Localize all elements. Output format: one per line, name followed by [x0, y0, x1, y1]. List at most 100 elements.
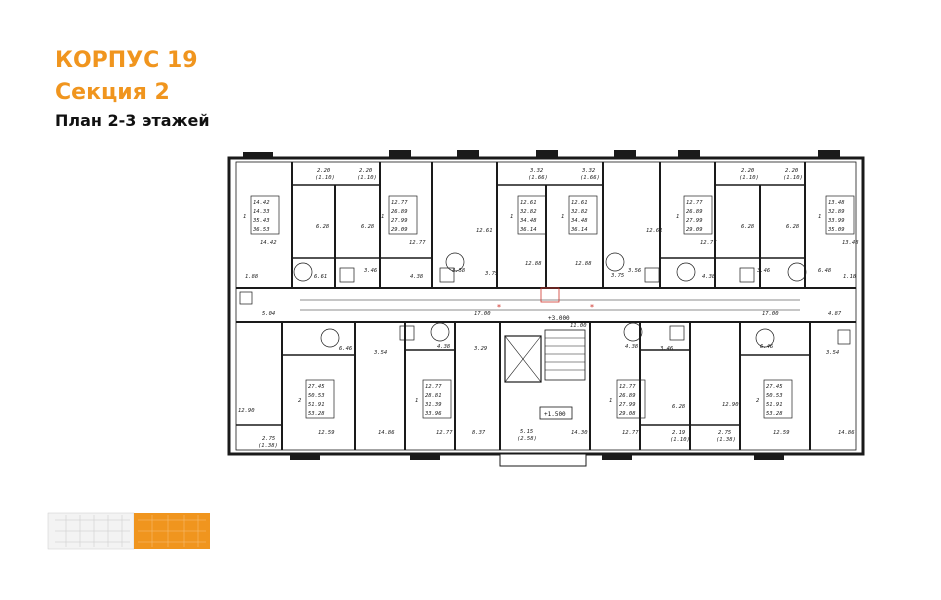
upper-room-labels: 6.28 6.28 12.61 12.61 6.28 6.28 14.42 12…	[260, 224, 859, 246]
svg-text:12.90: 12.90	[238, 408, 255, 414]
svg-text:2.20: 2.20	[741, 168, 755, 174]
svg-text:12.77: 12.77	[425, 384, 442, 390]
svg-text:14.33: 14.33	[253, 209, 270, 215]
svg-text:14.42: 14.42	[253, 200, 270, 206]
svg-text:*: *	[590, 303, 594, 312]
svg-text:33.99: 33.99	[827, 218, 845, 224]
top-apartment-5: 1 12.77 26.89 27.99 29.09	[676, 195, 713, 235]
svg-text:50.53: 50.53	[766, 393, 783, 399]
bottom-apartment-4: 2 27.45 50.53 51.91 53.28	[756, 379, 793, 419]
svg-text:13.48: 13.48	[842, 240, 859, 246]
svg-text:(1.10): (1.10)	[315, 175, 335, 181]
svg-text:33.96: 33.96	[424, 411, 442, 417]
top-apartment-1: 1 14.42 14.33 35.43 36.53	[243, 195, 280, 235]
top-apartment-6: 1 13.48 32.89 33.99 35.09	[818, 195, 855, 235]
svg-text:27.99: 27.99	[391, 218, 408, 224]
svg-text:4.38: 4.38	[410, 274, 424, 280]
svg-text:36.14: 36.14	[519, 227, 537, 233]
svg-text:26.89: 26.89	[619, 393, 636, 399]
svg-text:1: 1	[243, 214, 246, 220]
svg-text:(1.66): (1.66)	[580, 175, 600, 181]
svg-text:6.28: 6.28	[672, 404, 686, 410]
svg-text:2.20: 2.20	[359, 168, 373, 174]
staircase	[504, 329, 586, 420]
svg-text:6.46: 6.46	[339, 346, 353, 352]
svg-text:6.61: 6.61	[314, 274, 327, 280]
svg-text:3.75: 3.75	[610, 273, 624, 279]
svg-text:*: *	[497, 303, 501, 312]
svg-text:32.82: 32.82	[519, 209, 537, 215]
svg-text:32.89: 32.89	[827, 209, 845, 215]
corridor-labels: 5.04 17.00 +3.000 11.00 17.00 4.87	[262, 311, 842, 329]
svg-text:+1.500: +1.500	[544, 411, 566, 418]
lower-room-labels: 6.46 3.54 4.38 3.29 4.38 3.46 6.46 3.54	[339, 344, 839, 356]
stair-labels: +1.500 5.15 (2.58) 14.30	[517, 411, 588, 442]
bottom-apartment-1: 2 27.45 50.53 51.91 53.28	[298, 379, 335, 419]
svg-text:(1.10): (1.10)	[357, 175, 377, 181]
svg-text:12.77: 12.77	[622, 430, 639, 436]
svg-text:12.77: 12.77	[409, 240, 426, 246]
svg-text:1: 1	[818, 214, 821, 220]
svg-text:3.54: 3.54	[825, 350, 839, 356]
bottom-row-labels: 12.90 2.75 (1.38) 12.59 14.86 12.77 8.37…	[238, 402, 855, 449]
svg-text:12.88: 12.88	[575, 261, 592, 267]
svg-text:53.28: 53.28	[766, 411, 783, 417]
stair-markers: * *	[497, 287, 594, 312]
svg-text:26.89: 26.89	[391, 209, 408, 215]
svg-text:6.28: 6.28	[361, 224, 375, 230]
svg-text:6.28: 6.28	[316, 224, 330, 230]
svg-text:2.75: 2.75	[718, 430, 731, 436]
svg-text:(1.10): (1.10)	[739, 175, 759, 181]
horizontal-partitions	[236, 184, 810, 426]
svg-text:1.88: 1.88	[245, 274, 259, 280]
svg-text:1: 1	[676, 214, 679, 220]
svg-text:14.42: 14.42	[260, 240, 277, 246]
svg-text:2.75: 2.75	[262, 436, 275, 442]
svg-text:1: 1	[561, 214, 564, 220]
svg-text:4.38: 4.38	[437, 344, 451, 350]
svg-text:53.28: 53.28	[308, 411, 325, 417]
svg-text:(1.10): (1.10)	[783, 175, 803, 181]
svg-text:1: 1	[381, 214, 384, 220]
svg-text:12.77: 12.77	[686, 200, 703, 206]
svg-text:3.29: 3.29	[473, 346, 487, 352]
svg-text:28.81: 28.81	[425, 393, 442, 399]
svg-text:27.99: 27.99	[619, 402, 636, 408]
svg-text:12.77: 12.77	[436, 430, 453, 436]
svg-text:12.77: 12.77	[619, 384, 636, 390]
svg-text:3.32: 3.32	[529, 168, 544, 174]
svg-text:51.91: 51.91	[766, 402, 783, 408]
svg-text:12.61: 12.61	[476, 228, 493, 234]
svg-text:26.89: 26.89	[686, 209, 703, 215]
top-windows	[243, 150, 840, 158]
svg-text:8.37: 8.37	[472, 430, 486, 436]
svg-text:1: 1	[415, 398, 418, 404]
svg-text:50.53: 50.53	[308, 393, 325, 399]
svg-text:(1.38): (1.38)	[258, 443, 278, 449]
bottom-windows	[290, 453, 784, 467]
svg-text:36.53: 36.53	[252, 227, 270, 233]
svg-text:12.77: 12.77	[700, 240, 717, 246]
svg-text:2.19: 2.19	[672, 430, 685, 436]
svg-text:36.14: 36.14	[570, 227, 588, 233]
svg-text:27.99: 27.99	[686, 218, 703, 224]
svg-text:3.46: 3.46	[659, 346, 674, 352]
svg-text:14.30: 14.30	[571, 430, 588, 436]
svg-text:12.59: 12.59	[773, 430, 790, 436]
svg-text:29.09: 29.09	[391, 227, 408, 233]
svg-text:+3.000: +3.000	[548, 315, 570, 322]
svg-text:6.28: 6.28	[786, 224, 800, 230]
svg-text:3.75: 3.75	[484, 271, 498, 277]
svg-text:29.08: 29.08	[619, 411, 636, 417]
svg-text:32.82: 32.82	[570, 209, 588, 215]
svg-text:3.56: 3.56	[627, 268, 642, 274]
svg-text:27.45: 27.45	[766, 384, 783, 390]
svg-text:2: 2	[756, 398, 760, 404]
plan-title: План 2-3 этажей	[55, 111, 210, 130]
svg-text:4.38: 4.38	[625, 344, 639, 350]
svg-text:4.87: 4.87	[828, 311, 842, 317]
svg-text:12.77: 12.77	[391, 200, 408, 206]
svg-text:2.20: 2.20	[317, 168, 331, 174]
svg-text:12.61: 12.61	[646, 228, 663, 234]
top-apartment-3: 1 12.61 32.82 34.48 36.14	[510, 195, 547, 235]
